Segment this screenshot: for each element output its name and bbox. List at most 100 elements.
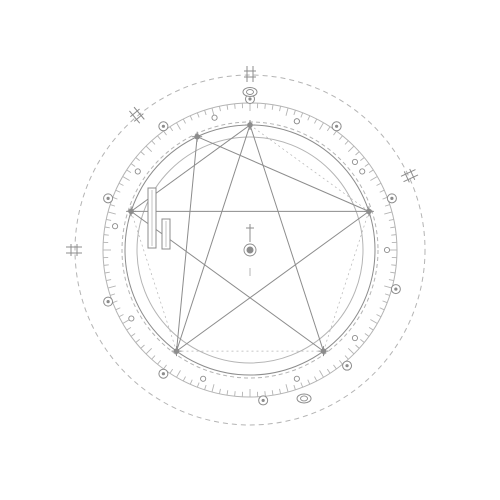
degree-tick	[107, 211, 116, 215]
degree-tick	[333, 130, 337, 136]
hash-mark	[133, 113, 144, 122]
degree-tick	[204, 384, 207, 390]
degree-tick	[145, 145, 153, 153]
degree-tick	[115, 307, 121, 311]
degree-tick	[368, 326, 374, 331]
ring-tab-dot	[394, 287, 398, 291]
degree-tick	[106, 279, 112, 282]
degree-tick	[163, 130, 167, 136]
ring-tab-dot	[335, 124, 339, 128]
degree-tick	[218, 106, 221, 112]
degree-tick	[189, 379, 193, 385]
inner-droplet-marker	[293, 375, 300, 382]
degree-tick	[157, 135, 161, 140]
degree-tick	[157, 360, 161, 365]
degree-tick	[110, 204, 116, 207]
inner-droplet-marker	[211, 114, 218, 121]
degree-tick	[279, 106, 282, 112]
star-edge	[176, 124, 251, 352]
degree-tick	[107, 285, 116, 289]
degree-tick	[307, 115, 311, 121]
degree-tick	[347, 145, 355, 153]
degree-tick	[326, 126, 331, 132]
double-loop-ornament-inner	[246, 89, 254, 95]
degree-tick	[384, 204, 390, 207]
degree-tick	[169, 126, 174, 132]
degree-tick	[122, 319, 130, 324]
degree-tick	[135, 157, 140, 161]
degree-tick	[226, 390, 229, 396]
degree-tick	[176, 122, 181, 130]
outer-dashed-ring	[74, 74, 426, 426]
bar-glyphs	[147, 187, 171, 250]
degree-tick	[211, 384, 215, 393]
degree-tick	[110, 293, 116, 296]
degree-tick	[285, 107, 289, 116]
degree-tick	[151, 140, 156, 145]
degree-tick	[355, 344, 360, 349]
degree-tick	[391, 264, 397, 266]
degree-tick	[115, 189, 121, 193]
degree-tick	[293, 110, 296, 116]
degree-tick	[390, 271, 396, 274]
hash-mark	[400, 169, 416, 177]
degree-tick	[384, 285, 393, 289]
degree-tick	[118, 182, 124, 186]
degree-tick	[264, 103, 266, 109]
degree-tick	[176, 370, 181, 378]
ring-tab-dot	[161, 124, 165, 128]
degree-tick	[189, 115, 193, 121]
center-dot	[246, 246, 254, 254]
star-edge	[249, 124, 324, 352]
degree-tick	[103, 264, 109, 266]
pentagon-edge	[249, 124, 370, 212]
double-loop-ornament	[296, 393, 312, 404]
ring-ornaments	[66, 66, 419, 406]
double-loop-ornament-inner	[300, 395, 308, 402]
hash-mark	[409, 168, 416, 181]
degree-tick	[364, 163, 370, 167]
degree-tick	[344, 355, 349, 360]
degree-tick	[370, 176, 378, 181]
ring-tab-dot	[345, 364, 349, 368]
degree-tick	[388, 279, 394, 282]
inner-droplet-marker	[359, 168, 366, 175]
star-edge	[176, 210, 370, 352]
degree-tick	[264, 391, 266, 397]
inner-droplet-marker	[200, 375, 207, 382]
degree-tick	[211, 107, 215, 116]
degree-tick	[376, 314, 382, 318]
degree-tick	[169, 368, 174, 374]
degree-tick	[234, 391, 236, 397]
ring-tab-dot	[106, 300, 110, 304]
degree-tick	[390, 226, 396, 229]
degree-tick	[379, 307, 385, 311]
degree-tick	[285, 384, 289, 393]
degree-tick	[130, 163, 136, 167]
construction-chord	[196, 136, 370, 212]
degree-tick	[218, 388, 221, 394]
degree-tick	[347, 347, 355, 355]
degree-tick	[130, 333, 136, 337]
degree-tick	[271, 390, 274, 396]
degree-tick	[360, 339, 365, 343]
ring-tab-dot	[161, 372, 165, 376]
double-loop-ornament	[242, 87, 258, 97]
degree-tick	[307, 379, 311, 385]
degree-tick	[204, 110, 207, 116]
degree-tick	[104, 226, 110, 229]
degree-tick	[118, 314, 124, 318]
inner-droplet-marker	[134, 168, 141, 175]
degree-tick	[271, 104, 274, 110]
ring-tab-dot	[390, 196, 394, 200]
degree-tick	[314, 376, 318, 382]
degree-tick	[182, 118, 186, 124]
degree-tick	[364, 333, 370, 337]
ring-tab-dot	[106, 196, 110, 200]
hash-mark	[133, 106, 145, 120]
degree-tick	[182, 376, 186, 382]
star-edge	[130, 210, 324, 352]
hash-mark	[403, 171, 410, 183]
degree-tick	[196, 382, 200, 388]
